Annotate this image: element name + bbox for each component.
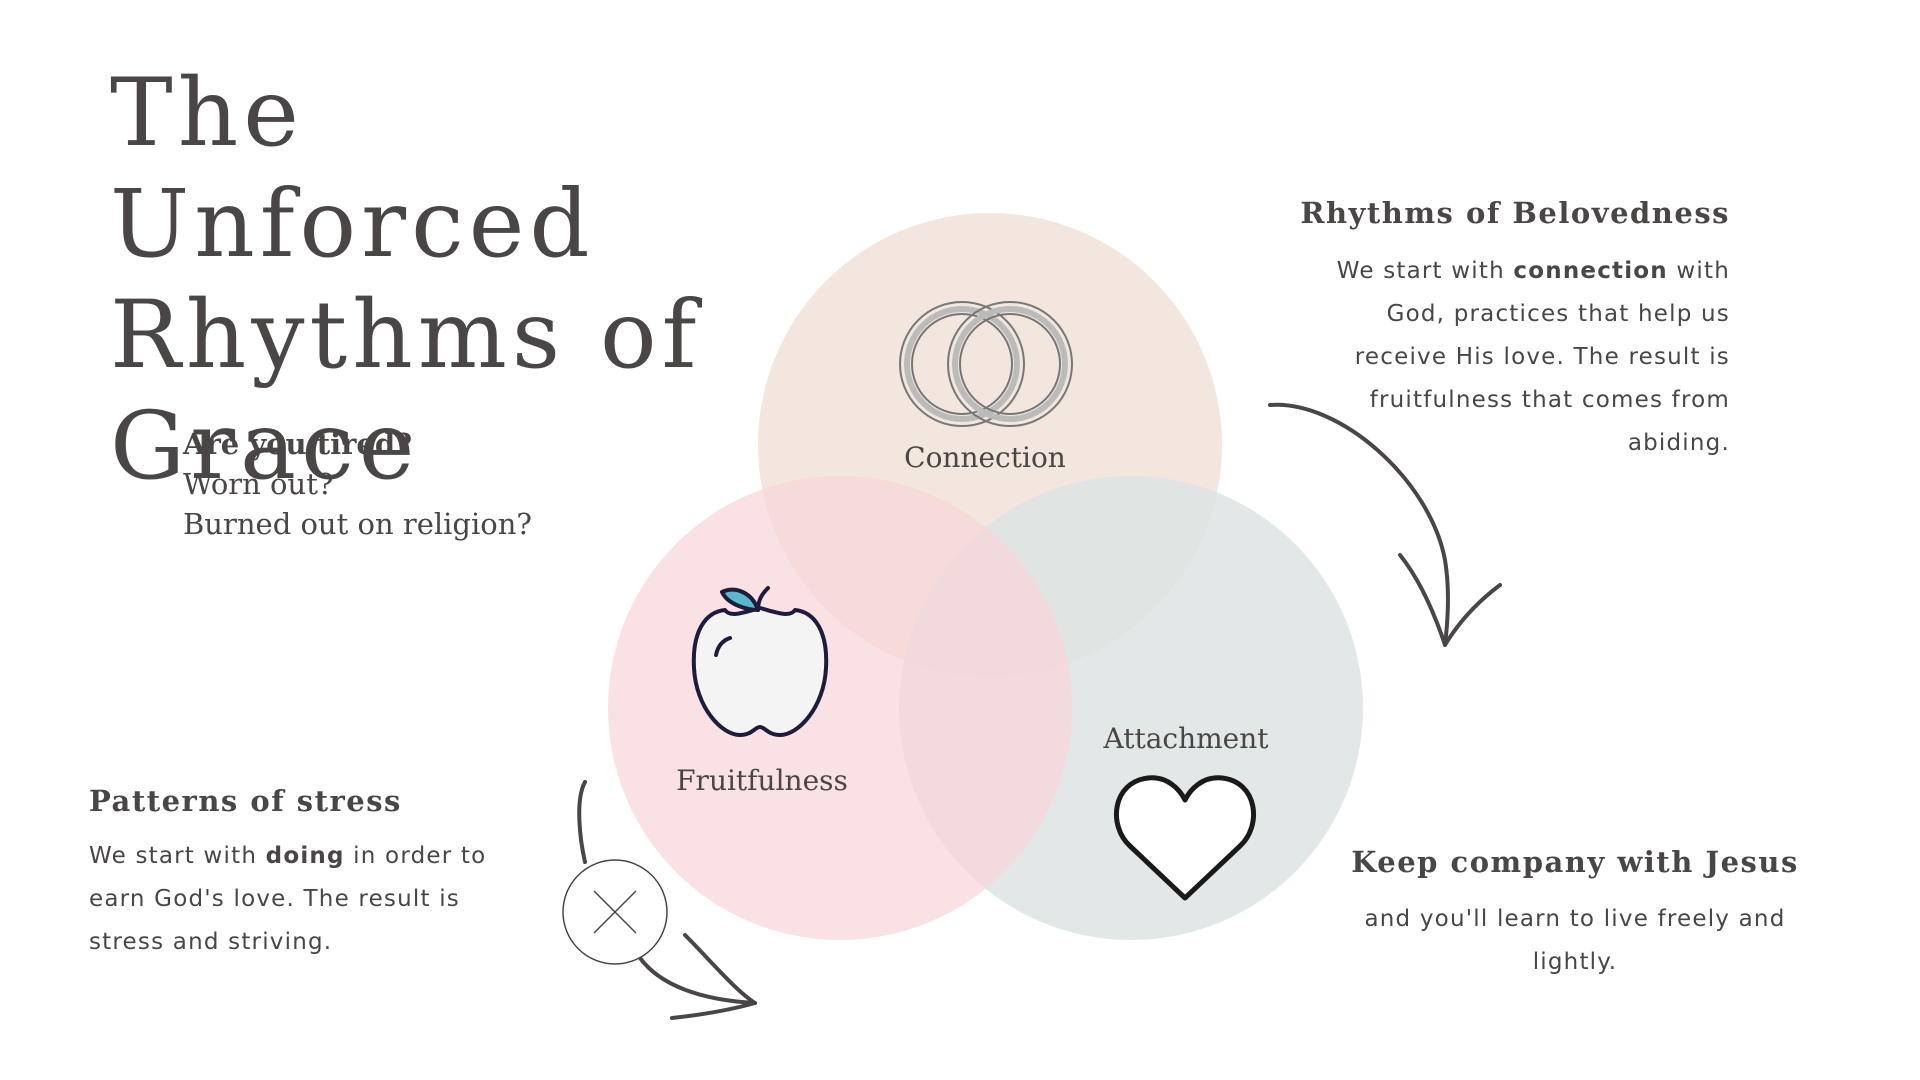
stress-text-post: in order to earn God's love. The result … bbox=[89, 843, 487, 955]
belovedness-heading: Rhythms of Belovedness bbox=[1300, 196, 1730, 230]
intro-question: Are you tired? bbox=[183, 427, 413, 461]
apple-icon bbox=[691, 586, 829, 737]
belovedness-text-post: with God, practices that help us receive… bbox=[1354, 258, 1730, 456]
stress-text: We start with doing in order to earn God… bbox=[89, 835, 509, 964]
stress-text-bold: doing bbox=[265, 843, 345, 869]
circle-label-connection: Connection bbox=[904, 441, 1066, 474]
belovedness-text-pre: We start with bbox=[1336, 258, 1514, 284]
rings-icon bbox=[899, 301, 1073, 427]
x-circle-icon bbox=[562, 859, 668, 965]
intro-line-3: Burned out on religion? bbox=[183, 507, 532, 541]
page-title: The Unforced Rhythms of Grace bbox=[110, 59, 702, 501]
stress-heading: Patterns of stress bbox=[89, 784, 402, 818]
heart-icon bbox=[1114, 775, 1256, 901]
circle-fruitfulness bbox=[608, 476, 1072, 940]
company-text: and you'll learn to live freely and ligh… bbox=[1364, 906, 1786, 975]
circle-label-fruitfulness: Fruitfulness bbox=[676, 764, 848, 797]
company-heading: Keep company with Jesus bbox=[1351, 845, 1799, 879]
stress-text-pre: We start with bbox=[89, 843, 266, 869]
intro-questions: Are you tired? Worn out? Burned out on r… bbox=[183, 424, 532, 544]
intro-line-2: Worn out? bbox=[183, 467, 334, 501]
belovedness-text: We start with connection with God, pract… bbox=[1310, 250, 1730, 465]
circle-label-attachment: Attachment bbox=[1102, 722, 1269, 755]
belovedness-text-bold: connection bbox=[1513, 258, 1668, 284]
curved-arrow-icon bbox=[1268, 402, 1502, 647]
curved-arrow-stress-icon bbox=[577, 780, 757, 1020]
